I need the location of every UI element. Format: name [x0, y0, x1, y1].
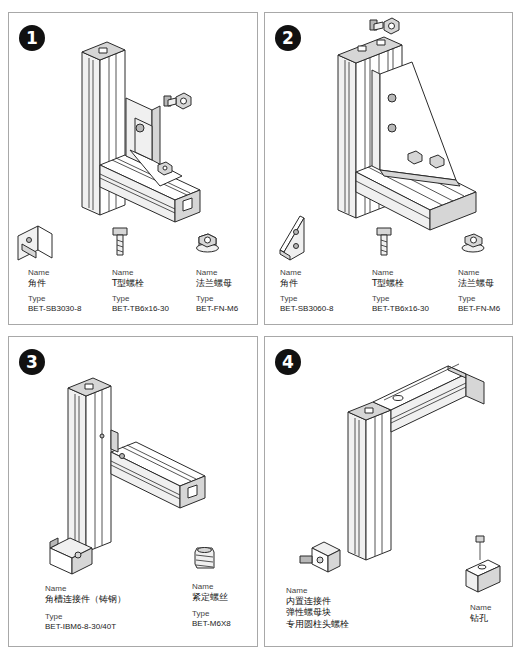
profile-assembly	[338, 18, 476, 230]
part-type: BET-IBM6-8-30/40T	[45, 622, 116, 631]
field-key: Type	[112, 294, 129, 303]
part-name: 内置连接件 弹性螺母块 专用圆柱头螺栓	[286, 596, 360, 630]
callout-number: 2	[275, 25, 301, 51]
part-name: 紧定螺丝	[192, 592, 228, 602]
part-type: BET-SB3060-8	[280, 304, 333, 313]
part-type: BET-TB6x16-30	[112, 304, 169, 313]
field-key: Type	[280, 294, 297, 303]
part-name: 钻孔	[470, 613, 488, 623]
field-key: Name	[192, 582, 213, 591]
field-key: Name	[196, 268, 217, 277]
field-key: Type	[372, 294, 389, 303]
part-name: 角件	[28, 278, 46, 288]
part-name: T型螺栓	[112, 278, 145, 288]
part-type: BET-TB6x16-30	[372, 304, 429, 313]
part-name: 角件	[280, 278, 298, 288]
part-type: BET-M6X8	[192, 619, 231, 628]
part-type: BET-FN-M6	[458, 304, 500, 313]
field-key: Name	[280, 268, 301, 277]
part-icons	[18, 226, 219, 260]
callout-number: 4	[275, 349, 301, 375]
part-name: 法兰螺母	[196, 278, 232, 288]
field-key: Name	[458, 268, 479, 277]
part-type: BET-SB3030-8	[28, 304, 81, 313]
field-key: Type	[196, 294, 213, 303]
field-key: Name	[28, 268, 49, 277]
field-key: Name	[112, 268, 133, 277]
callout-number: 3	[19, 349, 45, 375]
part-icons	[300, 536, 500, 592]
field-key: Name	[45, 584, 66, 593]
field-key: Name	[372, 268, 393, 277]
field-key: Name	[470, 603, 491, 612]
part-name: 法兰螺母	[458, 278, 494, 288]
field-key: Type	[45, 612, 62, 621]
callout-number: 1	[19, 25, 45, 51]
field-key: Type	[28, 294, 45, 303]
part-icons	[50, 538, 214, 574]
part-name: 角槽连接件（铸钢）	[45, 594, 126, 604]
part-icons	[280, 216, 484, 260]
field-key: Type	[458, 294, 475, 303]
field-key: Name	[286, 586, 307, 595]
field-key: Type	[192, 609, 209, 618]
part-name: T型螺栓	[372, 278, 405, 288]
profile-assembly	[348, 364, 484, 560]
part-type: BET-FN-M6	[196, 304, 238, 313]
profile-assembly	[68, 378, 205, 552]
profile-assembly	[82, 42, 200, 222]
